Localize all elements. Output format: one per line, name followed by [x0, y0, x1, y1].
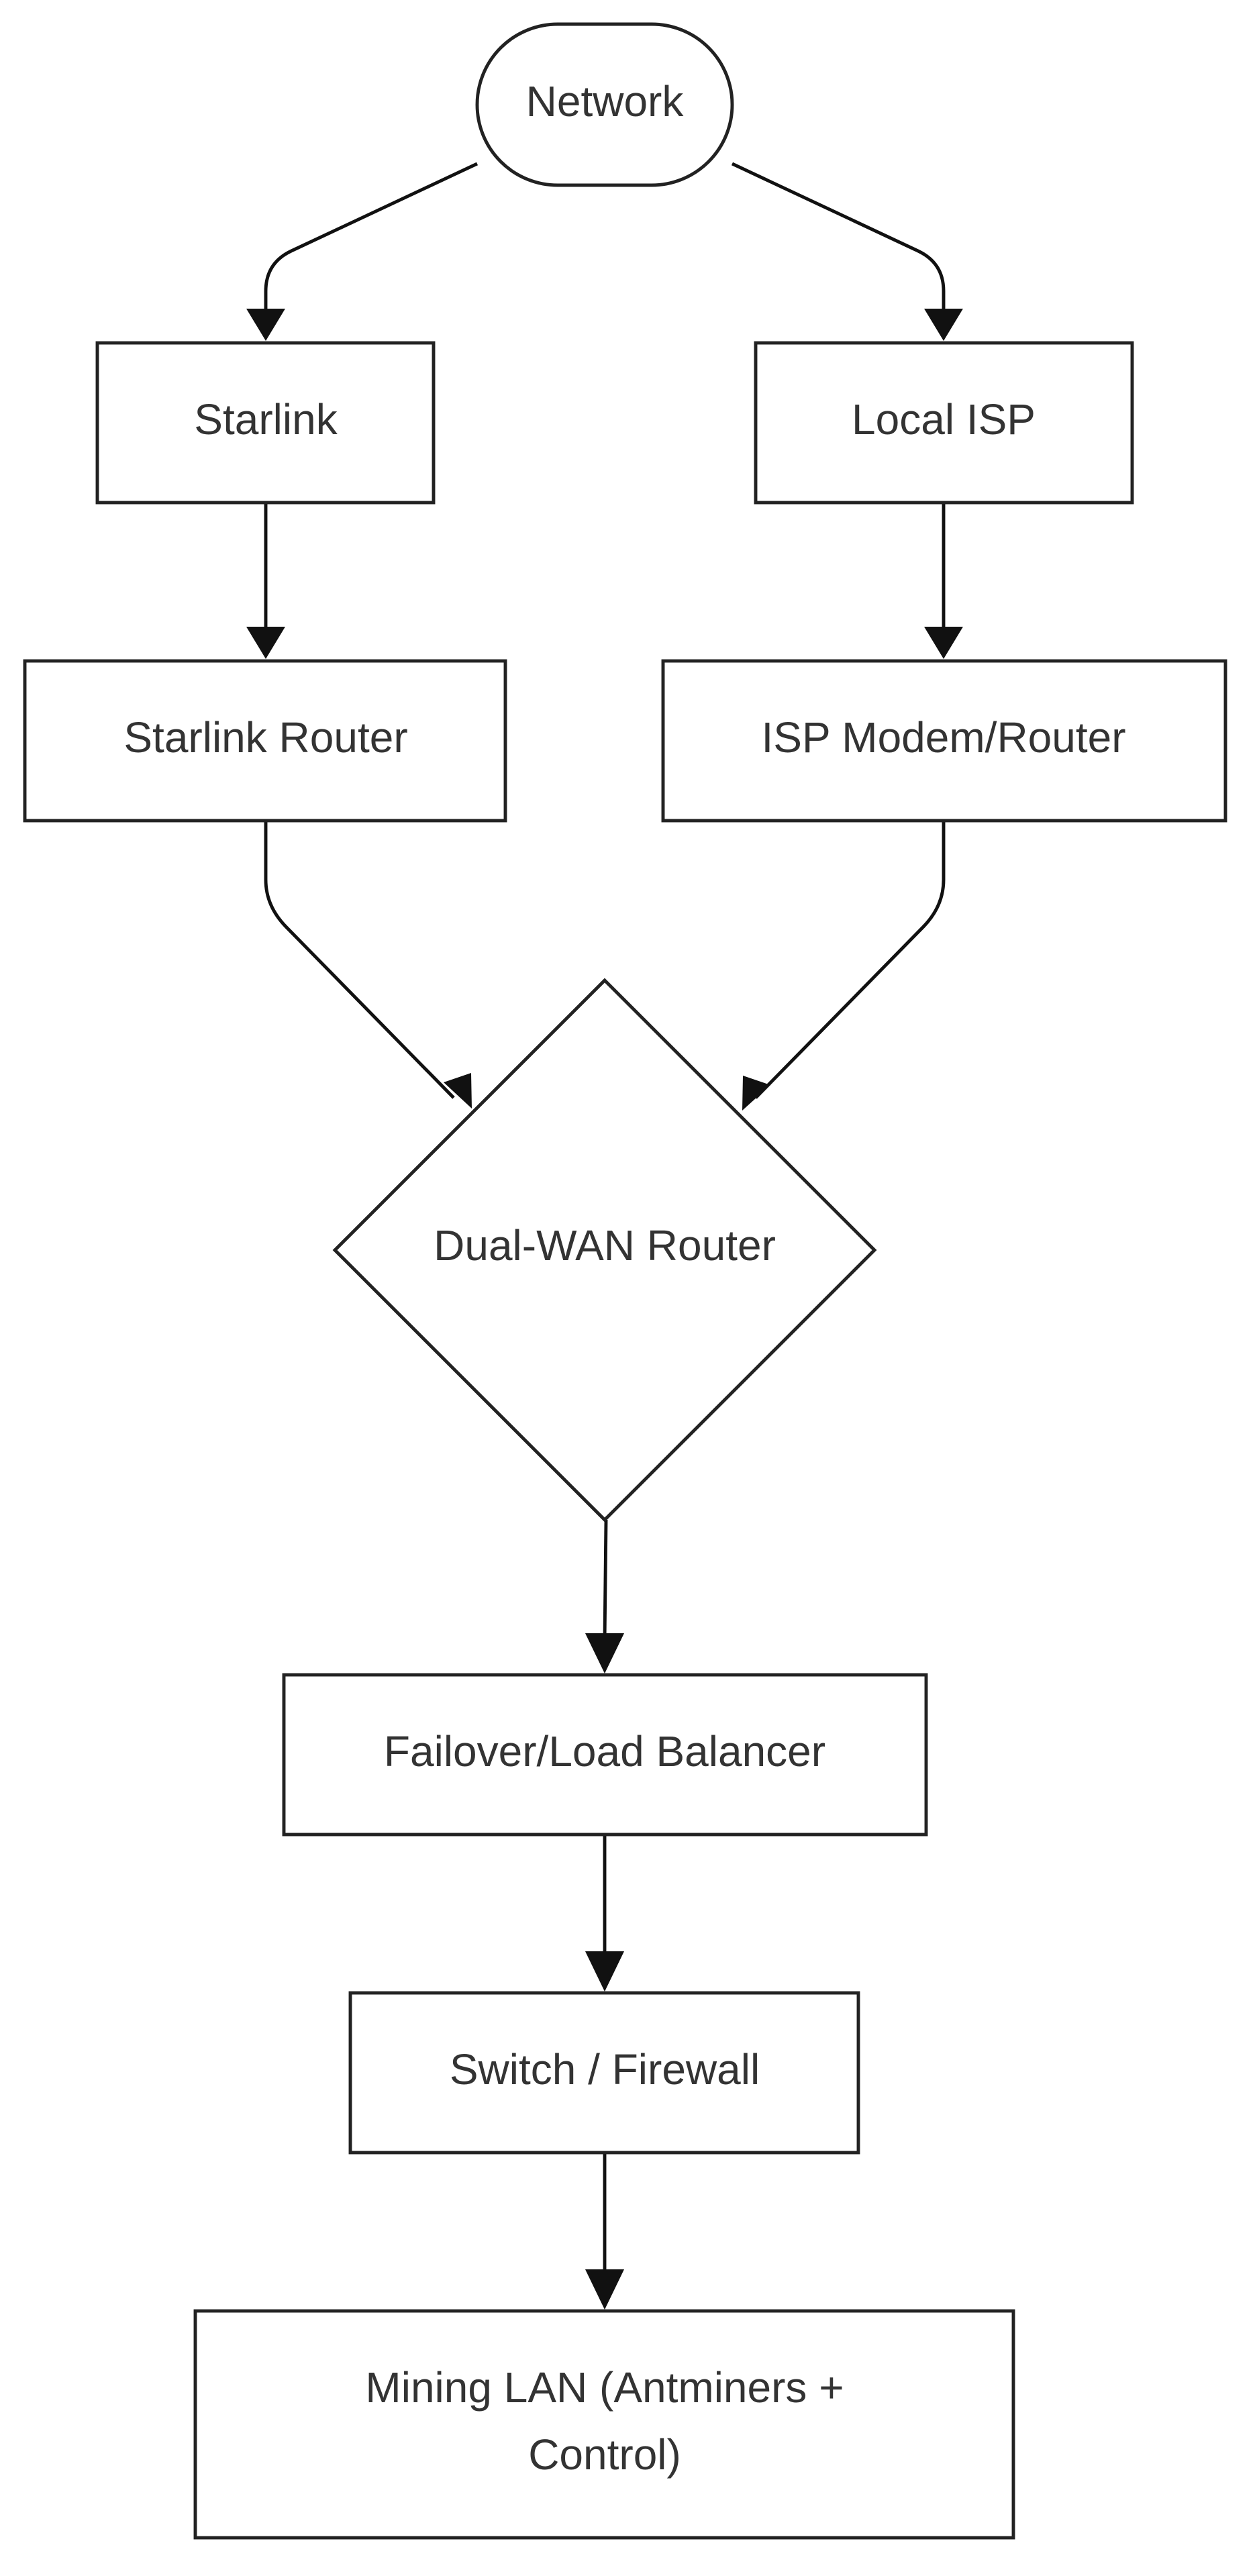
- node-isp-modem-router-shape: [661, 659, 1227, 823]
- node-switch-firewall-label: Switch / Firewall: [450, 2045, 760, 2094]
- edge-switch-to-mining-lan-arrowhead: [585, 2269, 624, 2310]
- node-dual-wan-router-label: Dual-WAN Router: [434, 1221, 776, 1270]
- node-switch-firewall-shape: [348, 1991, 860, 2155]
- node-starlink-router-shape: [23, 659, 507, 823]
- node-dual-wan-router: Dual-WAN Router: [332, 978, 877, 1523]
- edge-dual-wan-to-failover: [603, 1519, 608, 1641]
- edge-dual-wan-to-failover-arrowhead: [585, 1633, 624, 1673]
- node-mining-lan: Mining LAN (Antminers + Control): [193, 2309, 1015, 2540]
- node-dual-wan-router-shape: [332, 978, 877, 1523]
- node-local-isp-shape: [754, 341, 1134, 505]
- edge-network-to-local-isp-arrowhead: [924, 309, 963, 341]
- node-local-isp: Local ISP: [754, 341, 1134, 505]
- node-switch-firewall: Switch / Firewall: [348, 1991, 860, 2155]
- node-local-isp-label: Local ISP: [852, 395, 1036, 444]
- node-starlink-shape: [95, 341, 436, 505]
- node-starlink-label: Starlink: [194, 395, 338, 444]
- node-network-shape: [475, 22, 734, 187]
- edge-starlink-router-to-dual-wan-arrowhead: [444, 1073, 472, 1109]
- node-network-label: Network: [526, 77, 685, 125]
- node-network: Network: [475, 22, 734, 187]
- edge-network-to-starlink: [264, 162, 479, 315]
- edges: [246, 162, 963, 2310]
- node-failover-load-balancer-label: Failover/Load Balancer: [384, 1727, 825, 1775]
- node-starlink: Starlink: [95, 341, 436, 505]
- node-mining-lan-label-line-2: Control): [528, 2430, 681, 2479]
- edge-starlink-router-to-dual-wan: [264, 821, 455, 1099]
- node-isp-modem-router: ISP Modem/Router: [661, 659, 1227, 823]
- node-mining-lan-shape: [193, 2309, 1015, 2540]
- edge-isp-modem-to-dual-wan: [754, 821, 946, 1099]
- node-starlink-router: Starlink Router: [23, 659, 507, 823]
- edge-failover-to-switch-arrowhead: [585, 1951, 624, 1992]
- node-failover-load-balancer-shape: [282, 1673, 928, 1837]
- node-isp-modem-router-label: ISP Modem/Router: [761, 713, 1125, 762]
- node-starlink-router-label: Starlink Router: [123, 713, 407, 762]
- edge-network-to-local-isp: [731, 162, 946, 315]
- edge-local-isp-to-isp-modem-arrowhead: [924, 627, 963, 659]
- edge-starlink-to-starlink-router-arrowhead: [246, 627, 285, 659]
- edge-isp-modem-to-dual-wan-arrowhead: [742, 1076, 770, 1111]
- node-mining-lan-label-line-1: Mining LAN (Antminers +: [365, 2363, 844, 2412]
- edge-network-to-starlink-arrowhead: [246, 309, 285, 341]
- node-failover-load-balancer: Failover/Load Balancer: [282, 1673, 928, 1837]
